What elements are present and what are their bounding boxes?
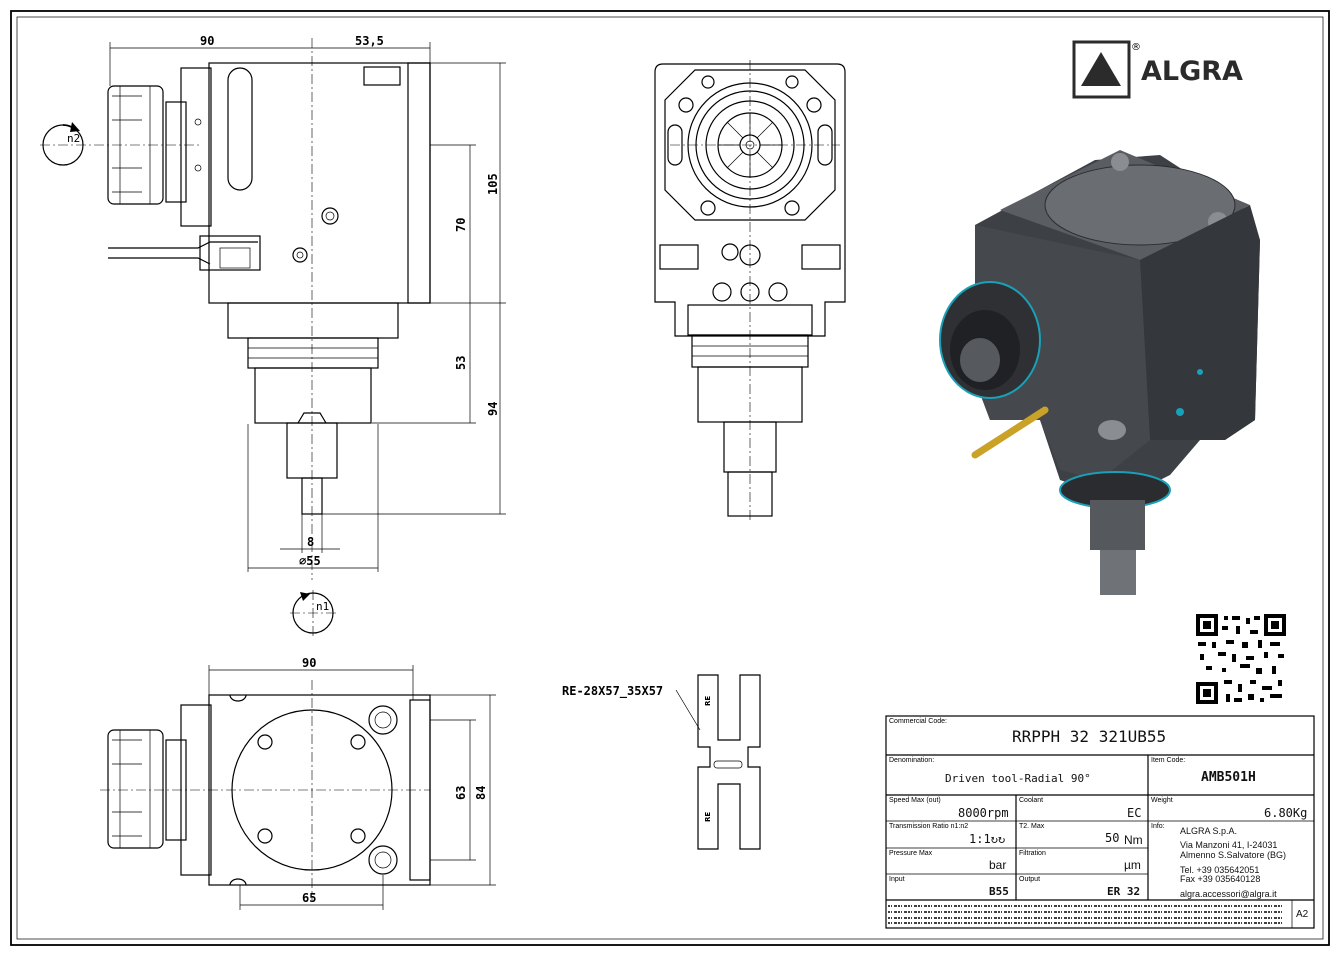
side-view-dims (109, 42, 506, 572)
section-tag-top: RE (704, 696, 712, 706)
torque-label: T2. Max (1019, 823, 1045, 830)
qr-code-icon (1196, 614, 1286, 704)
dim-65: 65 (302, 891, 316, 905)
section-label: RE-28X57_35X57 (562, 684, 663, 699)
dim-53: 53 (454, 356, 468, 370)
ratio-value: 1:1↻↻ (969, 832, 1006, 846)
dim-84: 84 (474, 786, 488, 800)
plan-view (100, 680, 431, 900)
speed-value: 8000rpm (958, 806, 1009, 820)
company-name: ALGRA S.p.A. (1180, 826, 1238, 836)
item-code: AMB501H (1201, 770, 1256, 785)
section-tag-bottom: RE (704, 812, 712, 822)
torque-value: 50 (1105, 831, 1120, 845)
denomination: Driven tool-Radial 90° (945, 772, 1091, 785)
address-line-2: Almenno S.Salvatore (BG) (1180, 850, 1287, 860)
filtration-value: µm (1124, 858, 1141, 872)
denomination-label: Denomination: (889, 757, 935, 764)
output-value: ER 32 (1107, 885, 1141, 898)
algra-logo (1072, 40, 1131, 99)
front-view (654, 60, 846, 520)
ratio-label: Transmission Ratio n1:n2 (889, 823, 969, 830)
pressure-label: Pressure Max (889, 850, 933, 857)
commercial-code: RRPPH 32 321UB55 (1012, 727, 1167, 746)
inner-border (16, 16, 1324, 940)
telephone: Tel. +39 035642051 (1180, 865, 1260, 875)
coolant-value: EC (1127, 806, 1142, 820)
filtration-label: Filtration (1019, 850, 1046, 857)
dim-90-top: 90 (200, 34, 214, 48)
dim-94: 94 (486, 402, 500, 416)
fax: Fax +39 035640128 (1180, 874, 1261, 884)
dim-8: 8 (307, 535, 314, 549)
info-label: Info: (1151, 823, 1165, 830)
input-label: Input (889, 876, 905, 883)
input-value: B55 (989, 885, 1009, 898)
weight-value: 6.80Kg (1264, 806, 1308, 820)
torque-unit: Nm (1124, 833, 1143, 847)
address-line-1: Via Manzoni 41, I-24031 (1180, 840, 1278, 850)
product-render (939, 150, 1260, 595)
registered-mark: ® (1131, 42, 1141, 53)
side-view (40, 38, 431, 580)
speed-label: Speed Max (out) (889, 797, 941, 804)
sheet-size: A2 (1296, 909, 1309, 920)
dim-105: 105 (486, 173, 500, 195)
outer-border (10, 10, 1330, 946)
dim-53-5: 53,5 (355, 34, 384, 48)
rotation-n1: n1 (316, 600, 329, 613)
email-link[interactable]: algra.accessori@algra.it (1180, 889, 1277, 899)
rotation-n1-symbol (290, 590, 336, 636)
output-label: Output (1019, 876, 1041, 883)
plan-view-dims (208, 665, 496, 910)
pressure-value: bar (989, 858, 1007, 872)
logo-text: ALGRA (1141, 56, 1243, 87)
section-detail (675, 674, 761, 850)
dim-90-plan: 90 (302, 656, 316, 670)
dim-55: ∅55 (299, 554, 321, 568)
weight-label: Weight (1151, 797, 1173, 804)
coolant-label: Coolant (1019, 797, 1044, 804)
item-code-label: Item Code: (1151, 757, 1186, 764)
rotation-n2: n2 (67, 132, 80, 145)
commercial-code-label: Commercial Code: (889, 718, 947, 725)
dim-70: 70 (454, 218, 468, 232)
dim-63: 63 (454, 786, 468, 800)
title-block-grid (885, 715, 1315, 929)
